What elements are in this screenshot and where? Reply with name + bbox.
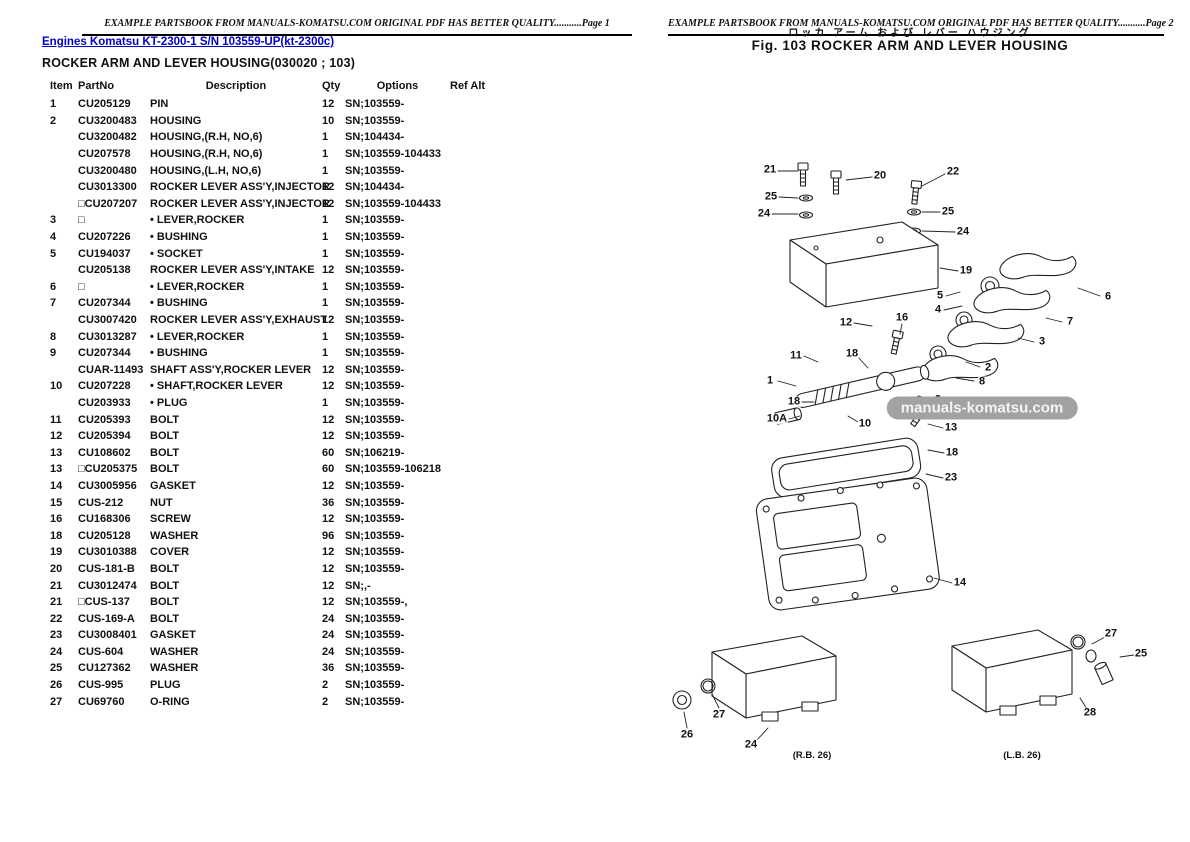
page2-running-header: EXAMPLE PARTSBOOK FROM MANUALS-KOMATSU.C… [668,18,1174,36]
exploded-diagram: 2120222524252419546121673211188118910A10… [650,140,1170,800]
col-header-item: Item [50,80,73,92]
section-title: ROCKER ARM AND LEVER HOUSING(030020 ; 10… [42,56,356,70]
left-cover-shape [672,635,837,722]
col-header-refalt: Ref Alt [450,80,486,92]
japanese-title: ロッカ アーム および レバー ハウジング [788,28,1032,39]
figure-title: Fig. 103 ROCKER ARM AND LEVER HOUSING [751,38,1069,53]
parts-table: Item PartNo Description Qty Options Ref … [45,76,501,710]
rocker-cover-shape [789,221,939,308]
bolt-16-shape [888,329,904,356]
col-header-partno: PartNo [78,80,115,92]
table-header-row: Item PartNo Description Qty Options Ref … [45,76,501,96]
col-header-options: Options [376,80,419,92]
page1-header-text: EXAMPLE PARTSBOOK FROM MANUALS-KOMATSU.C… [104,18,610,29]
shaft-assembly-shape [795,364,930,408]
caption-left-bank: (L.B. 26) [1003,750,1041,761]
caption-right-bank: (R.B. 26) [792,750,832,761]
right-cover-shape [951,629,1114,716]
engine-model-link[interactable]: Engines Komatsu KT-2300-1 S/N 103559-UP(… [42,36,335,48]
col-header-qty: Qty [322,80,341,92]
page2-header-text: EXAMPLE PARTSBOOK FROM MANUALS-KOMATSU.C… [668,18,1174,29]
shaft-plug-shape [774,407,802,426]
diagram-drawing [672,162,1135,741]
watermark: manuals-komatsu.com [886,396,1078,420]
rocker-arms-shape [920,248,1078,388]
housing-base-shape [755,477,940,611]
page1-running-header: EXAMPLE PARTSBOOK FROM MANUALS-KOMATSU.C… [82,18,632,36]
col-header-description: Description [205,80,267,92]
